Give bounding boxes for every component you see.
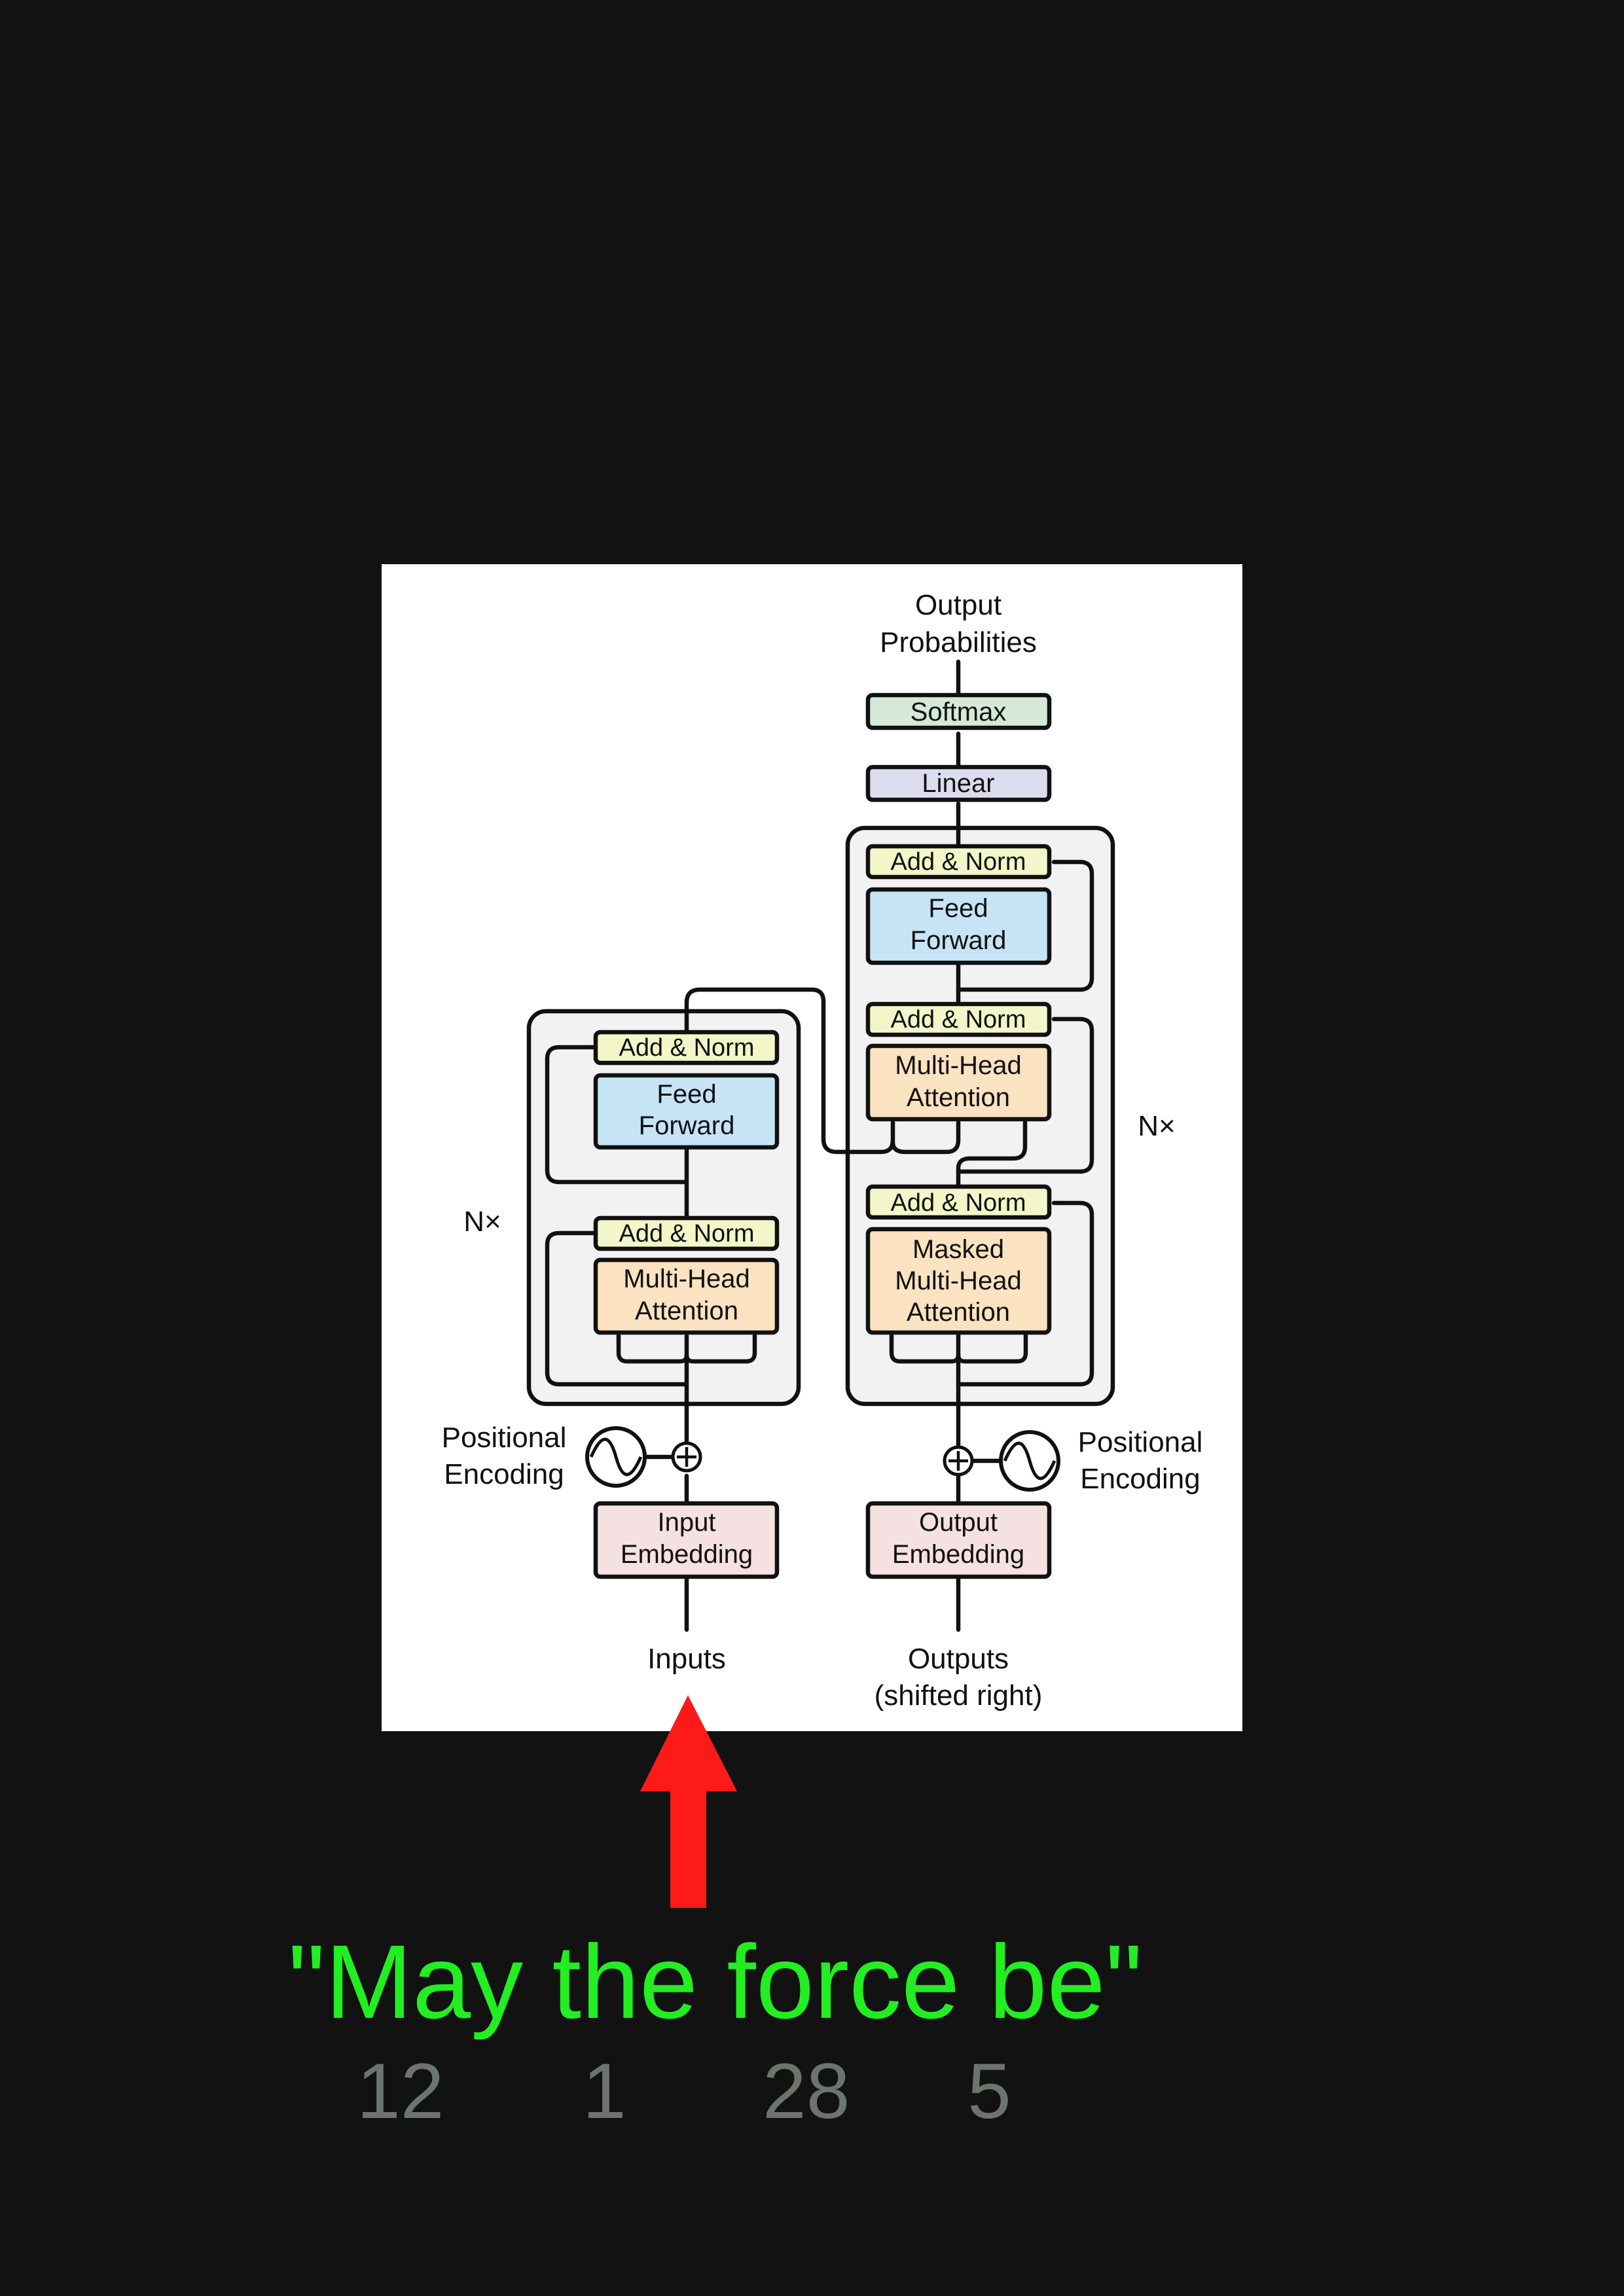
outputs-label-line2: (shifted right): [875, 1679, 1043, 1712]
encoder-positional-encoding-icon: [585, 1426, 647, 1488]
input-phrase: "May the force be": [288, 1923, 1143, 2040]
encoder-add-circle-icon: [671, 1441, 702, 1473]
decoder-repeat-label: N×: [1138, 1110, 1175, 1142]
positional-encoding-right-line1: Positional: [1078, 1426, 1203, 1458]
token-id: 12: [357, 2047, 444, 2135]
encoder-multi-head-attention: [593, 1257, 780, 1335]
decoder-masked-line2: Multi-Head: [895, 1266, 1021, 1295]
encoder-layer-box: [526, 1009, 801, 1407]
decoder-masked-attention: [865, 1227, 1052, 1335]
softmax-label: Softmax: [911, 698, 1007, 726]
decoder-add-norm-bottom: [865, 1184, 1052, 1220]
decoder-add-norm-mid: [865, 1001, 1052, 1037]
decoder-feed-forward-line2: Forward: [911, 926, 1007, 955]
token-id: 5: [967, 2047, 1011, 2135]
decoder-cross-attention-line2: Attention: [907, 1083, 1010, 1112]
red-arrow-icon: [640, 1695, 737, 1908]
decoder-add-circle-icon: [943, 1445, 974, 1477]
decoder-positional-encoding-icon: [999, 1430, 1060, 1492]
linear-block: [865, 764, 1052, 802]
token-id: 28: [763, 2047, 850, 2135]
encoder-add-norm-top-label: Add & Norm: [619, 1034, 755, 1062]
encoder-add-norm-bottom-label: Add & Norm: [619, 1220, 755, 1247]
positional-encoding-left-line1: Positional: [442, 1422, 567, 1454]
encoder-attention-line1: Multi-Head: [623, 1265, 749, 1293]
input-embedding-line1: Input: [658, 1508, 716, 1537]
decoder-feed-forward: [865, 887, 1052, 965]
positional-encoding-right-line2: Encoding: [1080, 1463, 1200, 1495]
decoder-cross-attention-line1: Multi-Head: [895, 1051, 1021, 1080]
output-embedding-line1: Output: [919, 1508, 998, 1537]
encoder-feed-forward-line2: Forward: [639, 1111, 735, 1140]
positional-encoding-left-line2: Encoding: [444, 1458, 564, 1490]
decoder-add-norm-mid-label: Add & Norm: [891, 1006, 1026, 1033]
output-embedding-line2: Embedding: [892, 1540, 1024, 1569]
output-probabilities-line1: Output: [915, 589, 1001, 621]
encoder-add-norm-top: [593, 1030, 780, 1066]
softmax-block: [865, 692, 1052, 730]
input-embedding-line2: Embedding: [621, 1540, 753, 1569]
token-id: 1: [583, 2047, 626, 2135]
decoder-masked-line3: Attention: [907, 1298, 1010, 1327]
decoder-add-norm-bottom-label: Add & Norm: [891, 1189, 1026, 1217]
outputs-label-line1: Outputs: [908, 1643, 1009, 1675]
decoder-add-norm-top: [865, 844, 1052, 880]
output-embedding-block: [865, 1501, 1052, 1579]
output-probabilities-line2: Probabilities: [880, 626, 1037, 658]
encoder-attention-line2: Attention: [635, 1297, 738, 1325]
linear-label: Linear: [922, 769, 994, 798]
decoder-masked-line1: Masked: [912, 1235, 1004, 1264]
encoder-feed-forward-line1: Feed: [657, 1080, 716, 1109]
decoder-feed-forward-line1: Feed: [928, 894, 988, 923]
decoder-cross-attention: [865, 1043, 1052, 1122]
encoder-repeat-label: N×: [463, 1206, 501, 1238]
input-embedding-block: [593, 1501, 780, 1579]
inputs-label: Inputs: [647, 1643, 726, 1675]
encoder-feed-forward: [593, 1073, 780, 1150]
encoder-add-norm-bottom: [593, 1215, 780, 1251]
decoder-add-norm-top-label: Add & Norm: [891, 848, 1026, 876]
